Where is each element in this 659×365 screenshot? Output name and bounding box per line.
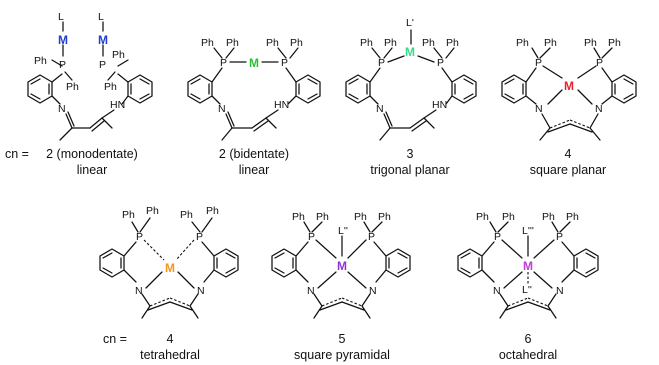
phosphorus-label: P <box>59 59 66 71</box>
phenyl-label: Ph <box>66 81 79 93</box>
phosphorus-label: P <box>308 231 315 243</box>
phenyl-label: Ph <box>542 211 555 223</box>
nitrogen-label: N <box>58 103 66 115</box>
ligand-label: L'' <box>338 225 348 237</box>
phenyl-label: Ph <box>316 211 329 223</box>
amine-label: HN <box>432 99 447 111</box>
metal-label: M <box>249 56 259 70</box>
nitrogen-label: N <box>369 285 377 297</box>
phenyl-label: Ph <box>544 37 557 49</box>
phosphorus-label: P <box>596 57 603 69</box>
row2-captions: cn = 4 tetrahedral 5 square pyramidal 6 … <box>103 332 557 362</box>
phenyl-label: Ph <box>112 49 125 61</box>
phenyl-label: Ph <box>516 37 529 49</box>
ligand-label: L''' <box>522 225 534 237</box>
nitrogen-label: N <box>493 285 501 297</box>
caption-geometry: square pyramidal <box>294 348 390 362</box>
phenyl-label: Ph <box>584 37 597 49</box>
phenyl-label: Ph <box>446 37 459 49</box>
nitrogen-label: N <box>135 285 143 297</box>
phenyl-label: Ph <box>608 37 621 49</box>
ligand-label: L'' <box>522 284 532 296</box>
cn-label: cn = <box>103 332 127 346</box>
phosphorus-label: P <box>220 57 227 69</box>
phosphorus-label: P <box>281 57 288 69</box>
caption-number: 6 <box>525 332 532 346</box>
metal-label: M <box>165 261 175 275</box>
structure-cn5-square-pyramidal: Ph Ph P L'' M P Ph Ph N N <box>271 211 411 319</box>
phosphorus-label: P <box>535 57 542 69</box>
caption-number: 4 <box>167 332 174 346</box>
phenyl-label: Ph <box>566 211 579 223</box>
nitrogen-label: N <box>307 285 315 297</box>
phenyl-label: Ph <box>180 209 193 221</box>
metal-label: M <box>405 45 415 59</box>
structure-cn6-octahedral: Ph Ph P L''' M L'' P Ph Ph N N <box>457 211 599 319</box>
phenyl-label: Ph <box>290 37 303 49</box>
structure-cn2-monodentate: L M P Ph Ph L M P Ph Ph N HN <box>27 11 153 141</box>
caption-geometry: linear <box>239 163 270 177</box>
ligand-label: L' <box>406 17 414 29</box>
caption-number: 4 <box>565 147 572 161</box>
metal-label: M <box>98 33 108 47</box>
caption-geometry: square planar <box>530 163 606 177</box>
phenyl-label: Ph <box>122 209 135 221</box>
phenyl-label: Ph <box>476 211 489 223</box>
metal-label: M <box>564 79 574 93</box>
amine-label: HN <box>274 99 289 111</box>
structure-cn3-trigonal: L' M Ph Ph P P Ph Ph N HN <box>345 17 477 141</box>
caption-number: 2 (monodentate) <box>46 147 138 161</box>
nitrogen-label: N <box>556 285 564 297</box>
phenyl-label: Ph <box>104 81 117 93</box>
phenyl-label: Ph <box>266 37 279 49</box>
phenyl-label: Ph <box>34 55 47 67</box>
amine-label: HN <box>110 99 125 111</box>
nitrogen-label: N <box>535 103 543 115</box>
phosphorus-label: P <box>437 57 444 69</box>
row1-captions: cn = 2 (monodentate) linear 2 (bidentate… <box>5 147 606 177</box>
nitrogen-label: N <box>218 103 226 115</box>
structure-cn4-tetrahedral: Ph Ph P M P Ph Ph N N <box>99 205 239 319</box>
caption-geometry: trigonal planar <box>370 163 449 177</box>
phenyl-label: Ph <box>354 211 367 223</box>
phosphorus-label: P <box>378 57 385 69</box>
metal-label: M <box>58 33 68 47</box>
phosphorus-label: P <box>99 59 106 71</box>
ligand-label: L <box>98 11 104 23</box>
phenyl-label: Ph <box>384 37 397 49</box>
phenyl-label: Ph <box>206 205 219 217</box>
caption-number: 3 <box>407 147 414 161</box>
structure-cn4-square-planar: Ph Ph P M P Ph Ph N N <box>501 37 637 141</box>
phenyl-label: Ph <box>502 211 515 223</box>
phosphorus-label: P <box>556 231 563 243</box>
phosphorus-label: P <box>494 231 501 243</box>
phenyl-label: Ph <box>378 211 391 223</box>
ligand-label: L <box>58 11 64 23</box>
metal-label: M <box>523 259 533 273</box>
phenyl-label: Ph <box>146 205 159 217</box>
caption-geometry: octahedral <box>499 348 557 362</box>
phosphorus-label: P <box>368 231 375 243</box>
nitrogen-label: N <box>595 103 603 115</box>
phosphorus-label: P <box>196 231 203 243</box>
structure-cn2-bidentate: Ph Ph P M P Ph Ph N HN <box>187 37 321 141</box>
phosphorus-label: P <box>136 231 143 243</box>
caption-number: 2 (bidentate) <box>219 147 289 161</box>
phenyl-label: Ph <box>201 37 214 49</box>
phenyl-label: Ph <box>226 37 239 49</box>
caption-geometry: linear <box>77 163 108 177</box>
nitrogen-label: N <box>376 103 384 115</box>
phenyl-label: Ph <box>422 37 435 49</box>
cn-label: cn = <box>5 147 29 161</box>
caption-number: 5 <box>339 332 346 346</box>
caption-geometry: tetrahedral <box>140 348 200 362</box>
phenyl-label: Ph <box>292 211 305 223</box>
phenyl-label: Ph <box>360 37 373 49</box>
nitrogen-label: N <box>197 285 205 297</box>
metal-label: M <box>337 259 347 273</box>
